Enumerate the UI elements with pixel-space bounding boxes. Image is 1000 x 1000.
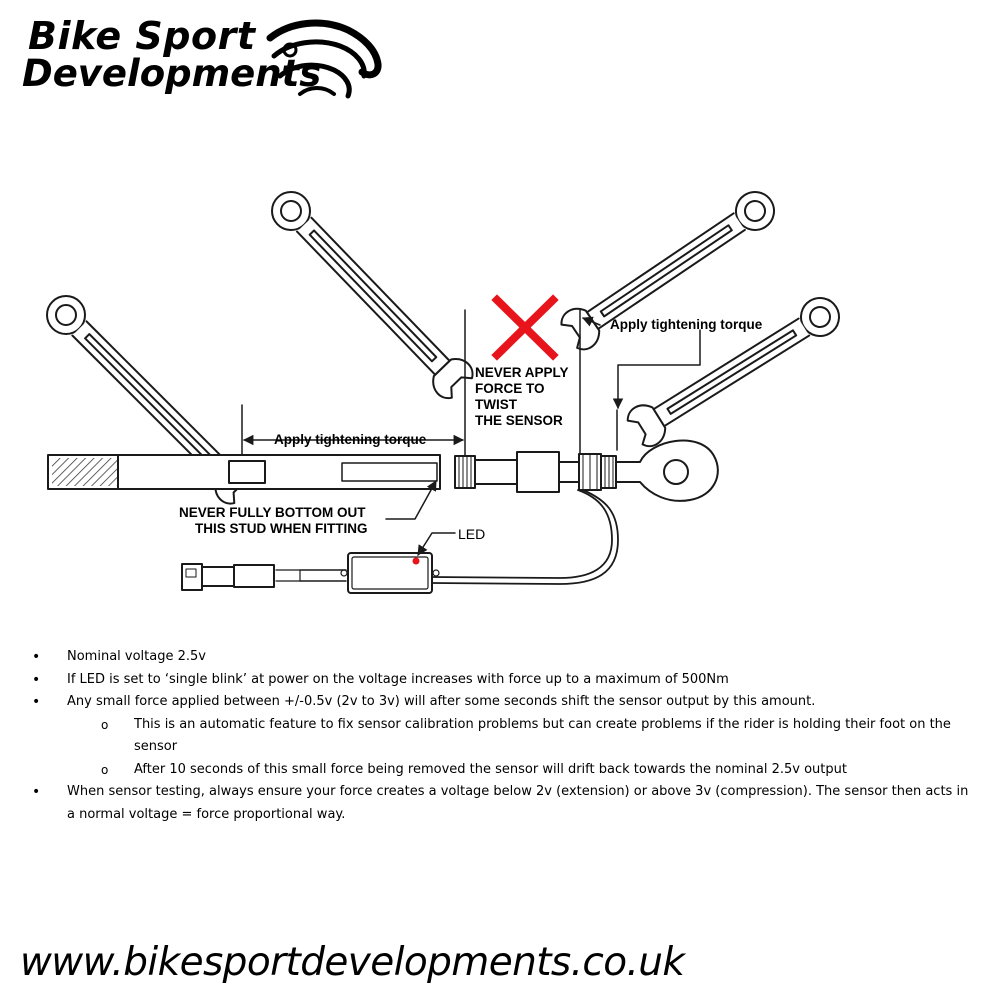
list-item: If LED is set to ‘single blink’ at power… [30,669,980,692]
logo-text-line1: Bike Sport [28,14,256,58]
list-item: When sensor testing, always ensure your … [30,781,980,826]
torque-label-left: Apply tightening torque [274,432,427,447]
stud-warning: NEVER FULLY BOTTOM OUT THIS STUD WHEN FI… [178,505,368,536]
company-logo: Bike Sport Developments [22,12,392,104]
list-sub-item: After 10 seconds of this small force bei… [30,759,980,782]
notes-list: Nominal voltage 2.5v If LED is set to ‘s… [30,646,980,826]
led-label: LED [458,526,486,542]
motorcycle-rider-icon [266,19,382,99]
twist-warning: NEVER APPLY FORCE TO TWIST THE SENSOR [475,365,569,428]
list-sub-item: This is an automatic feature to fix sens… [30,714,980,759]
led-indicator [412,557,420,565]
torque-label-right: Apply tightening torque [610,317,763,332]
sensor-fitting-diagram [46,191,840,594]
website-url: www.bikesportdevelopments.co.uk [20,940,685,985]
cross-icon [491,294,559,361]
logo-text-line2: Developments [22,52,322,95]
wrench-icon [271,191,474,400]
list-item: Nominal voltage 2.5v [30,646,980,669]
list-item: Any small force applied between +/-0.5v … [30,691,980,714]
wrench-icon [626,297,840,448]
